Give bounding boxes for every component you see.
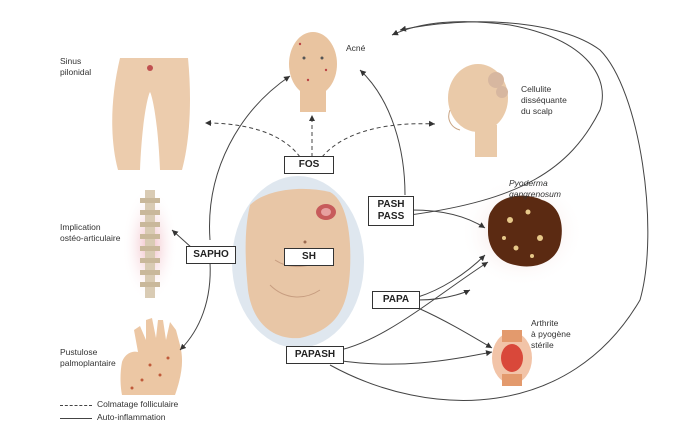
label-acne: Acné	[346, 43, 366, 53]
box-sapho: SAPHO	[186, 246, 236, 264]
box-papash: PAPASH	[286, 346, 344, 364]
edges-dashed	[204, 115, 436, 158]
label-implication: Implication ostéo-articulaire	[60, 222, 121, 243]
label-cellulite: Cellulite disséquante du scalp	[521, 84, 567, 116]
hand-illustration	[120, 318, 183, 395]
box-pash-pass: PASH PASS	[368, 196, 414, 226]
head-acne-illustration	[289, 32, 337, 112]
label-sinus-pilonidal: Sinus pilonidal	[60, 56, 92, 77]
spine-illustration	[122, 187, 178, 303]
legend-dashed-label: Colmatage folliculaire	[97, 399, 179, 409]
box-sh: SH	[284, 248, 334, 266]
legend-solid-line	[60, 418, 92, 419]
box-fos: FOS	[284, 156, 334, 174]
box-papa: PAPA	[372, 291, 420, 309]
knee-illustration	[492, 330, 532, 386]
pyoderma-illustration	[460, 177, 584, 287]
edges-solid	[171, 21, 649, 401]
legend-dashed-line	[60, 405, 92, 406]
buttocks-illustration	[112, 58, 190, 170]
label-pustulose: Pustulose palmoplantaire	[60, 347, 116, 368]
label-arthrite: Arthrite à pyogène stérile	[531, 318, 571, 350]
head-profile-illustration	[448, 64, 508, 157]
label-pyoderma: Pyoderma gangrenosum	[509, 178, 561, 199]
legend-solid-label: Auto-inflammation	[97, 412, 166, 422]
